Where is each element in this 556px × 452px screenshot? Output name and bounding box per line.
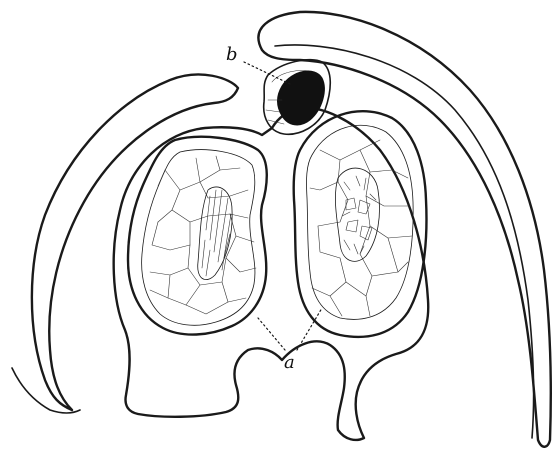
upper-organ-dark-mass bbox=[278, 71, 325, 125]
right-anther-locule bbox=[307, 125, 414, 319]
leader-line-a-left bbox=[258, 318, 285, 350]
right-anther-mottled-core bbox=[335, 168, 379, 261]
left-outer-sheath bbox=[32, 75, 238, 410]
label-a: a bbox=[284, 352, 295, 373]
right-anther-cells bbox=[310, 140, 412, 316]
left-anther-cells bbox=[150, 156, 256, 314]
right-anther-wall bbox=[294, 111, 427, 337]
left-anther-locule bbox=[142, 150, 255, 326]
label-b: b bbox=[226, 44, 238, 65]
left-anther-hatched-core bbox=[198, 187, 232, 280]
